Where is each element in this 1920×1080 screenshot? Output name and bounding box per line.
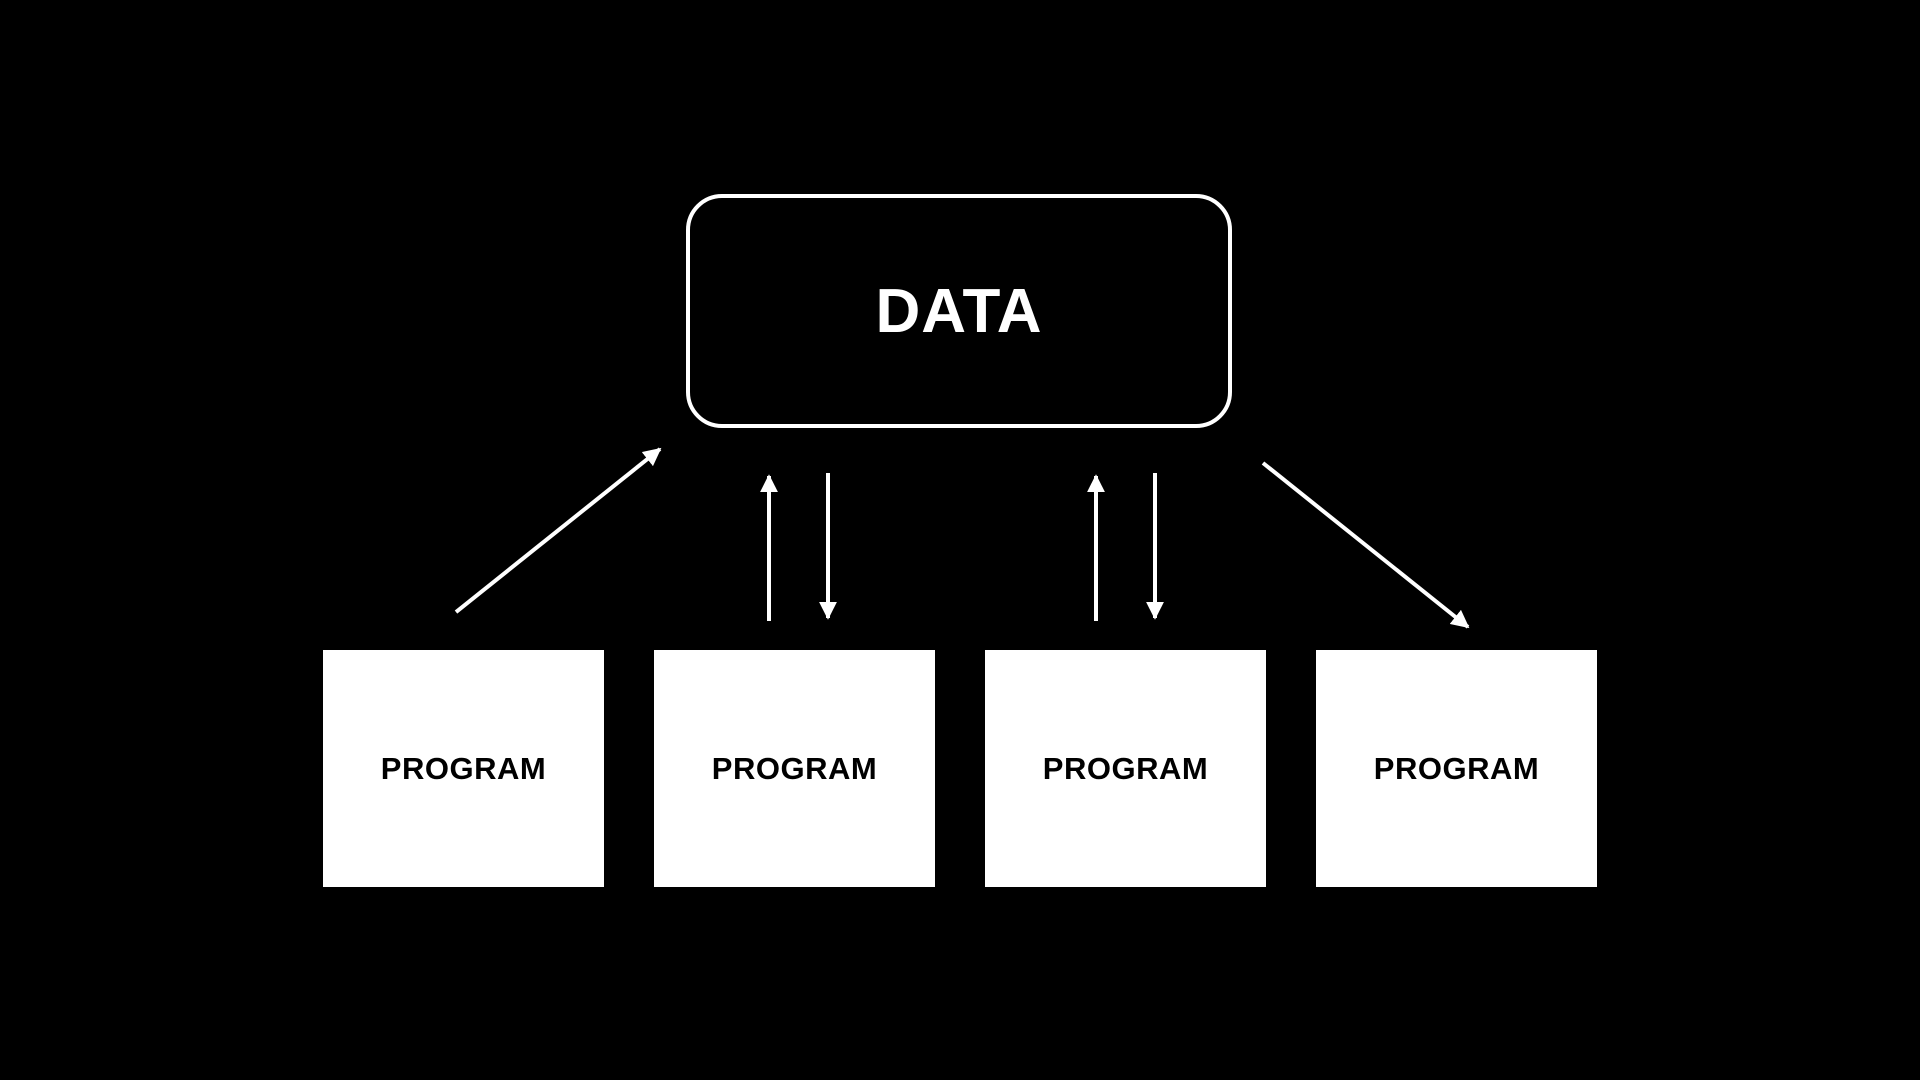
program-node-3: PROGRAM — [985, 650, 1266, 887]
data-node-label: DATA — [875, 276, 1043, 346]
program-node-label: PROGRAM — [1042, 750, 1209, 786]
program-node-label: PROGRAM — [711, 750, 878, 786]
program-node-1: PROGRAM — [323, 650, 604, 887]
program-node-label: PROGRAM — [1373, 750, 1540, 786]
data-node: DATA — [686, 194, 1232, 428]
program-node-label: PROGRAM — [380, 750, 547, 786]
arrow-data-to-program4 — [1261, 461, 1470, 629]
program-node-2: PROGRAM — [654, 650, 935, 887]
program-node-4: PROGRAM — [1316, 650, 1597, 887]
arrow-program1-to-data — [454, 447, 662, 614]
